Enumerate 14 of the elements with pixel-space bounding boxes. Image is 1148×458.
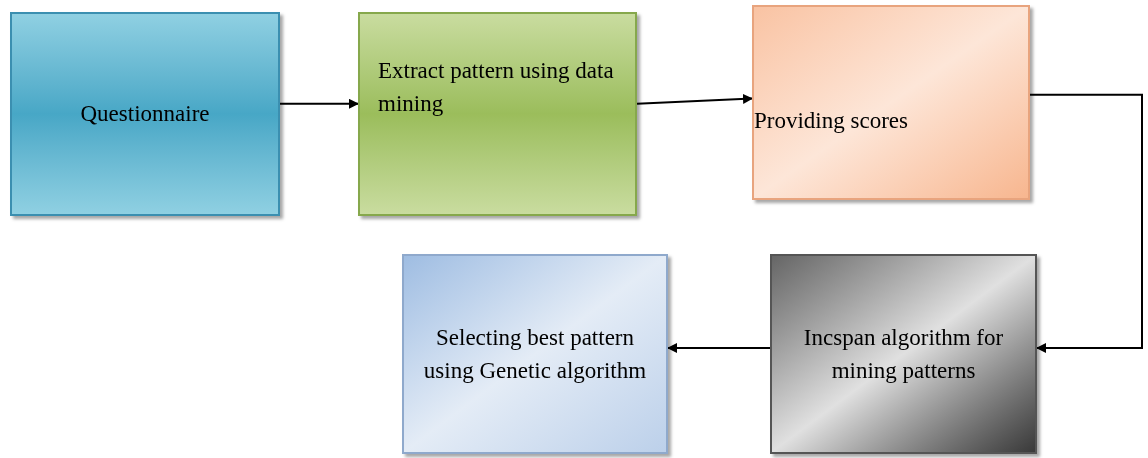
process-box xyxy=(752,5,1030,200)
arrow xyxy=(667,343,771,353)
process-box xyxy=(770,254,1037,454)
box-label: Questionnaire xyxy=(80,100,210,129)
process-box xyxy=(10,12,280,216)
arrow xyxy=(279,98,359,109)
box-label: Providing scores xyxy=(754,106,908,135)
box-label: Incspan algorithm for mining patterns xyxy=(802,323,1005,385)
arrow xyxy=(1029,93,1143,353)
box-label: Selecting best pattern using Genetic algorithm xyxy=(422,323,648,385)
process-box xyxy=(402,254,668,454)
process-box xyxy=(358,12,637,216)
arrow xyxy=(636,94,753,105)
box-label: Extract pattern using data mining xyxy=(378,57,615,119)
